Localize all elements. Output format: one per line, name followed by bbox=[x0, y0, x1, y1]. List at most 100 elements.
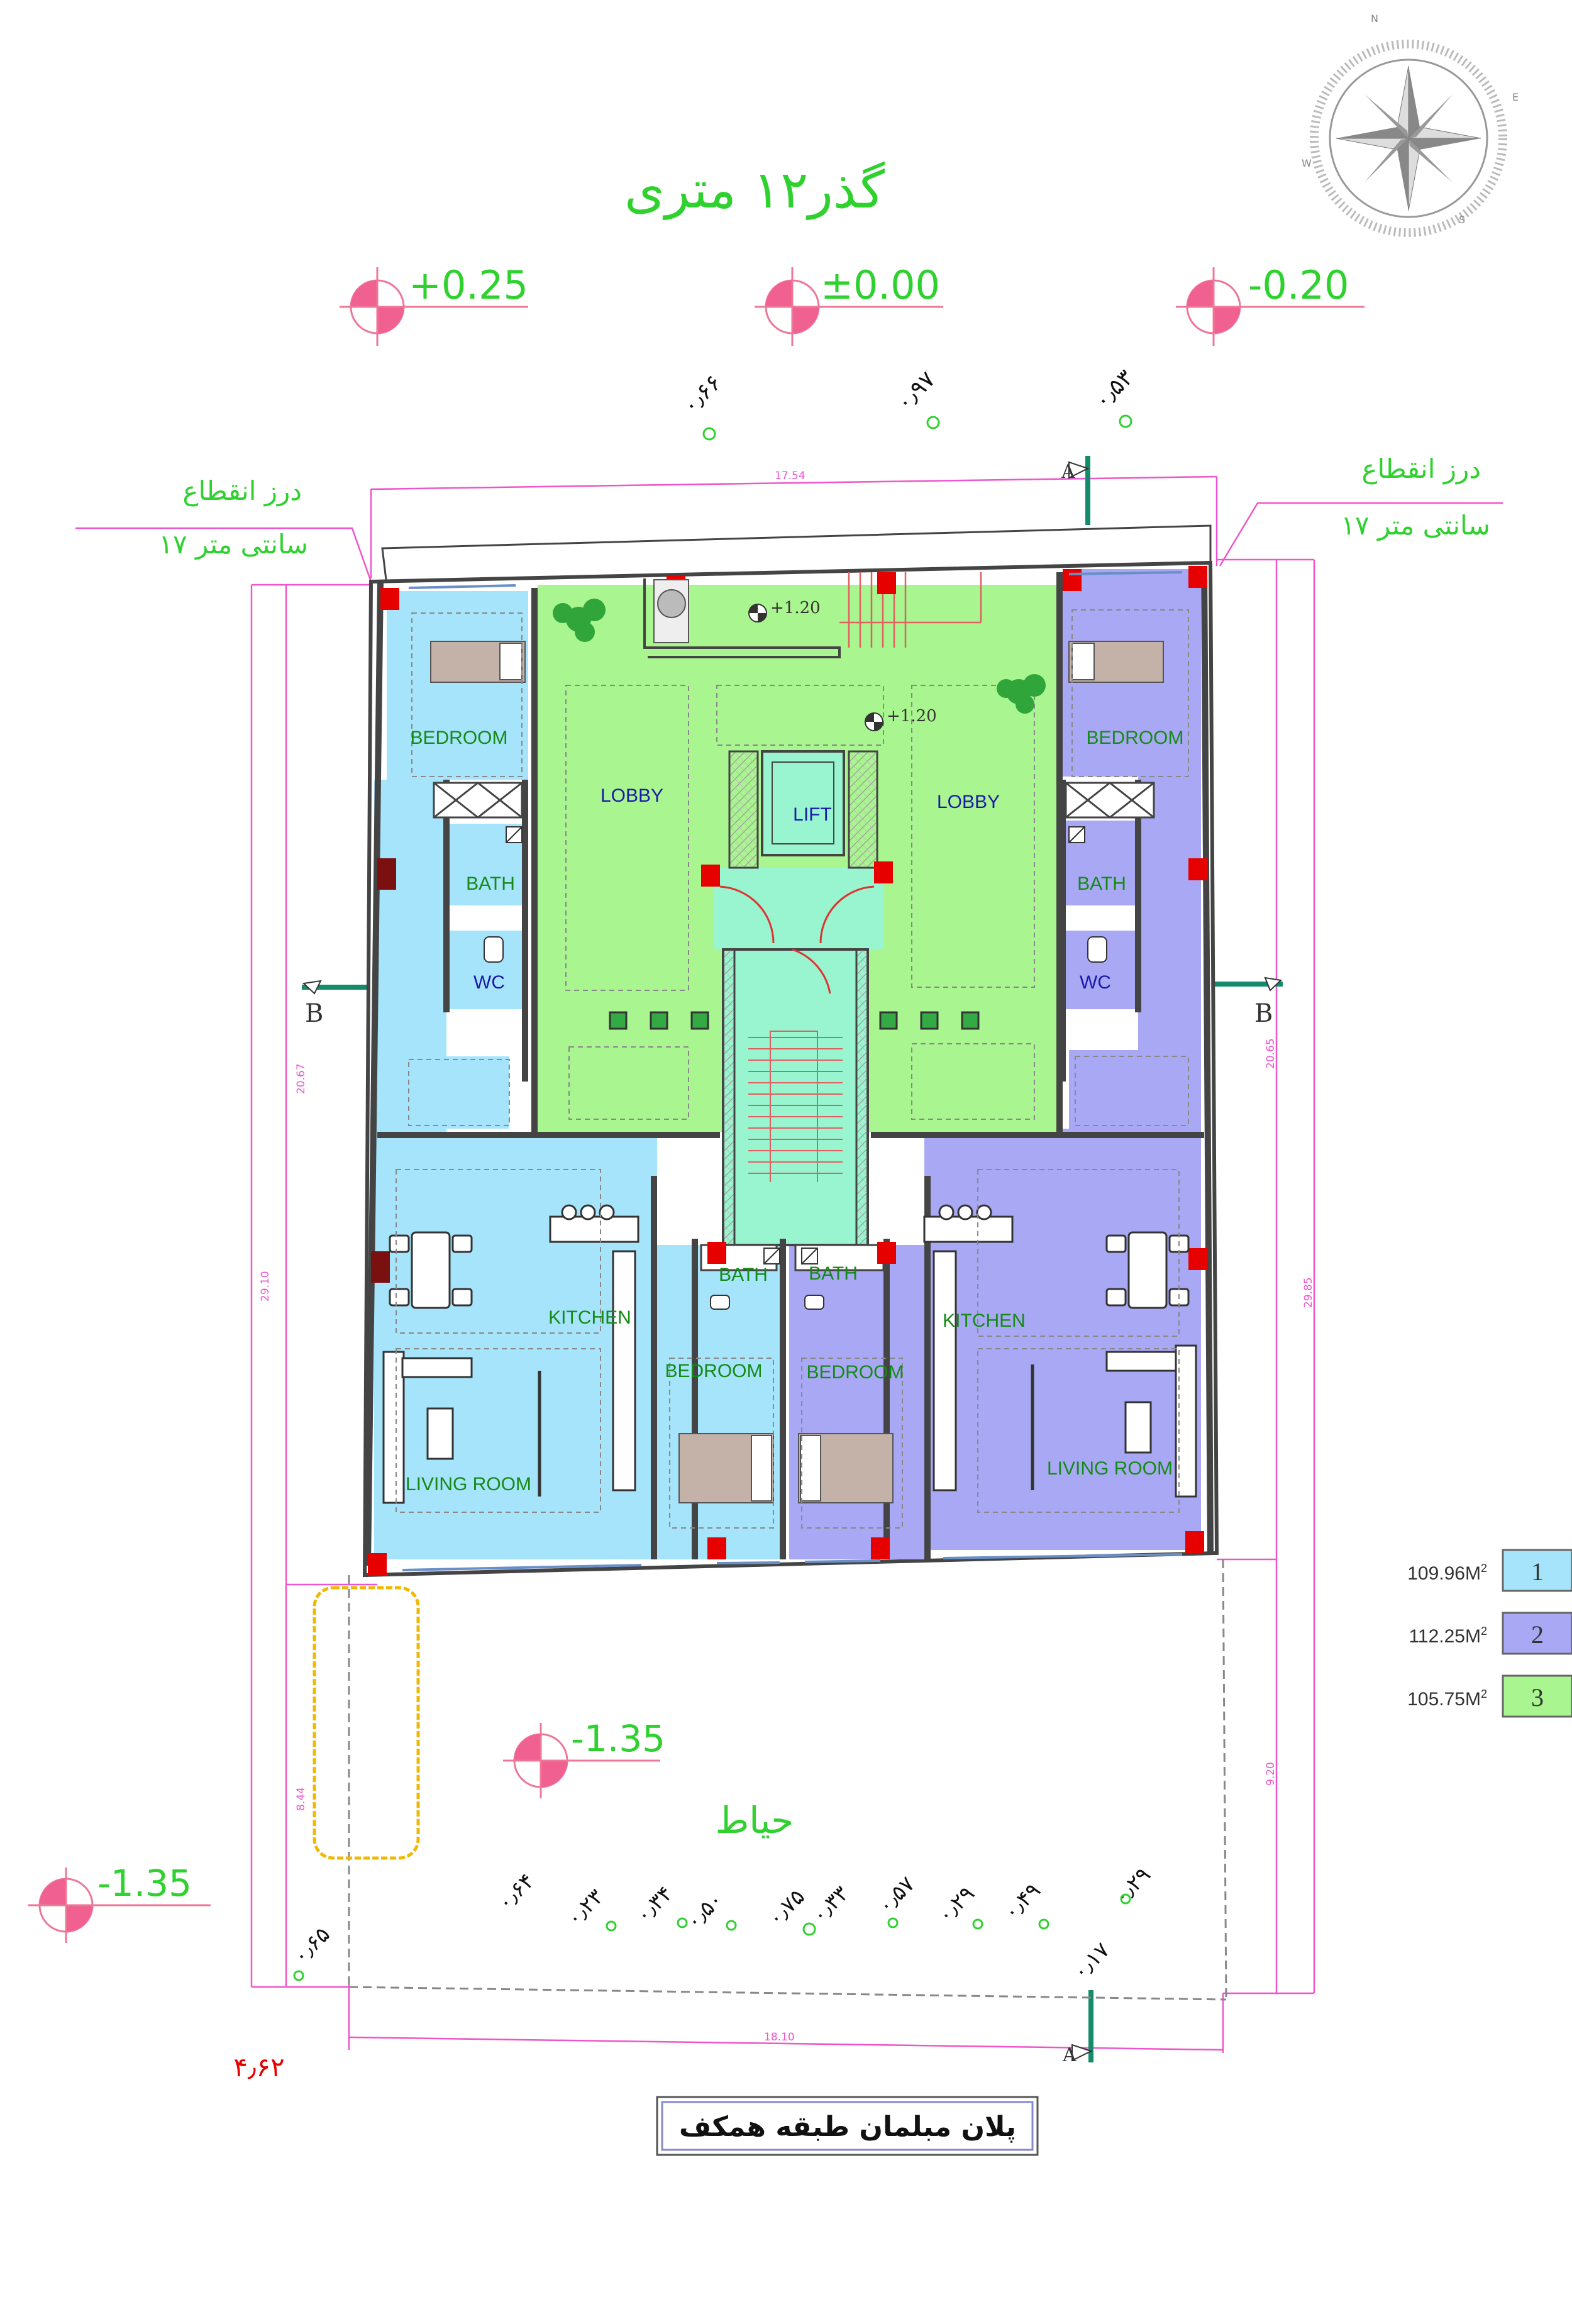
yard-boundary bbox=[348, 1559, 1227, 2001]
level-marker-top-center: ±0.00 bbox=[755, 262, 943, 346]
bed-icon bbox=[1068, 641, 1164, 683]
dim-right-yard: 9.20 bbox=[1265, 1762, 1277, 1786]
joint-note-line1: درز انقطاع bbox=[182, 475, 302, 506]
level-marker-yard-outer: -1.35 bbox=[28, 1862, 211, 1943]
room-label-living-room: LIVING ROOM bbox=[1047, 1458, 1173, 1479]
yard-spot-heights: ۰٫۶۴ ۰٫۲۳ ۰٫۳۴ ۰٫۵۰ ۰٫۷۵ ۰٫۳۳ ۰٫۵۷ ۰٫۲۹ … bbox=[288, 1862, 1156, 1985]
section-mark-a-bottom: A bbox=[1062, 1990, 1093, 2066]
spot-height: ۰٫۲۳ bbox=[562, 1884, 609, 1932]
spot-height: ۰٫۵۷ bbox=[873, 1872, 920, 1919]
dim-left-yard: 8.44 bbox=[295, 1787, 307, 1811]
level-value: +1.20 bbox=[887, 707, 937, 726]
core-area bbox=[714, 750, 883, 1246]
dark-columns bbox=[371, 858, 396, 1283]
stair-wall-left bbox=[722, 948, 736, 1246]
legend-area: 105.75M2 bbox=[1407, 1688, 1487, 1710]
room-label-lobby: LOBBY bbox=[937, 792, 1000, 812]
spot-height: ۰٫۳۴ bbox=[631, 1881, 678, 1928]
legend-item-1: 1 109.96M2 bbox=[1407, 1549, 1572, 1592]
street-title: گذر۱۲ متری bbox=[624, 160, 885, 220]
level-value: -1.35 bbox=[571, 1717, 665, 1760]
room-label-bath: BATH bbox=[719, 1264, 768, 1285]
lobby-dashed-zones bbox=[565, 685, 1035, 1120]
shower-icon bbox=[506, 826, 1085, 1264]
svg-text:W: W bbox=[1302, 157, 1312, 169]
room-label-kitchen: KITCHEN bbox=[943, 1310, 1026, 1331]
dim-left-outer: 29.10 bbox=[259, 1271, 272, 1302]
section-letter: A bbox=[1062, 2044, 1077, 2066]
lobby-planters bbox=[609, 1011, 980, 1030]
level-value: +1.20 bbox=[770, 599, 821, 617]
windows bbox=[402, 571, 1183, 1571]
spot-height: ۰٫۶۴ bbox=[492, 1869, 540, 1916]
room-label-lobby: LOBBY bbox=[601, 785, 663, 806]
room-label-bedroom: BEDROOM bbox=[410, 728, 507, 748]
dim-top-width: 17.54 bbox=[775, 470, 805, 482]
spot-height: ۰٫۲۹ bbox=[1109, 1862, 1156, 1910]
level-value: +0.25 bbox=[409, 262, 528, 308]
level-marker-lobby: +1.20 bbox=[865, 707, 937, 731]
spot-height: ۰٫۵۰ bbox=[681, 1888, 728, 1935]
room-label-lift: LIFT bbox=[793, 804, 832, 825]
top-spot-heights: ۰٫۶۶ ۰٫۹۷ ۰٫۵۳ bbox=[677, 365, 1139, 441]
bottom-left-note: ۴٫۶۲ bbox=[233, 2052, 284, 2083]
spot-height: ۰٫۱۷ bbox=[1068, 1938, 1115, 1985]
level-value: -0.20 bbox=[1248, 262, 1349, 308]
dim-right-inner: 20.65 bbox=[1265, 1038, 1277, 1069]
legend-number: 1 bbox=[1531, 1558, 1544, 1586]
section-mark-a-top: A bbox=[1061, 456, 1090, 525]
level-marker-top-left: +0.25 bbox=[340, 262, 528, 346]
room-label-bath: BATH bbox=[466, 873, 515, 894]
walls bbox=[365, 565, 1214, 1566]
spot-height: ۰٫۲۹ bbox=[933, 1881, 980, 1928]
legend-item-2: 2 112.25M2 bbox=[1409, 1612, 1572, 1655]
level-marker-yard-inner: -1.35 bbox=[503, 1717, 665, 1798]
bed-icon bbox=[678, 1433, 774, 1503]
stair-wall-right bbox=[855, 948, 869, 1246]
room-label-living-room: LIVING ROOM bbox=[406, 1474, 531, 1495]
svg-text:S: S bbox=[1459, 214, 1465, 226]
section-letter: B bbox=[305, 999, 323, 1028]
spot-height: ۰٫۷۵ bbox=[763, 1884, 810, 1932]
level-value: -1.35 bbox=[97, 1862, 192, 1905]
svg-text:E: E bbox=[1512, 91, 1519, 103]
joint-note-line1: درز انقطاع bbox=[1361, 453, 1481, 484]
section-letter: A bbox=[1061, 461, 1075, 483]
core-door-swings bbox=[719, 885, 875, 994]
dining-table-icon bbox=[389, 1231, 1190, 1309]
spot-height: ۰٫۶۶ bbox=[677, 370, 726, 419]
legend-area: 109.96M2 bbox=[1407, 1562, 1487, 1584]
room-label-bedroom: BEDROOM bbox=[665, 1361, 762, 1381]
plan-title-box: پلان مبلمان طبقه همکف bbox=[656, 2096, 1039, 2156]
room-label-wc: WC bbox=[1080, 972, 1111, 993]
room-label-bedroom: BEDROOM bbox=[1086, 728, 1183, 748]
spot-height: ۰٫۹۷ bbox=[891, 367, 940, 416]
level-value: ±0.00 bbox=[821, 262, 940, 308]
bed-icon bbox=[798, 1433, 894, 1503]
yard-label: حیاط bbox=[716, 1799, 794, 1842]
dim-right-outer: 29.85 bbox=[1302, 1277, 1315, 1308]
section-mark-b-right: B bbox=[1210, 977, 1283, 1028]
dim-bottom-width: 18.10 bbox=[764, 2031, 795, 2044]
legend-area: 112.25M2 bbox=[1409, 1625, 1487, 1647]
section-mark-b-left: B bbox=[302, 980, 371, 1028]
legend-number: 3 bbox=[1531, 1683, 1544, 1712]
north-arrow-compass-icon: N E S W bbox=[1302, 13, 1519, 237]
bed-icon bbox=[430, 641, 526, 683]
legend-number: 2 bbox=[1531, 1620, 1544, 1649]
core-staircase bbox=[748, 1031, 843, 1182]
spot-height: ۰٫۵۳ bbox=[1089, 365, 1138, 414]
kitchen-counters bbox=[549, 1204, 1014, 1491]
plan-title: پلان مبلمان طبقه همکف bbox=[679, 2111, 1016, 2143]
spot-height: ۰٫۶۵ bbox=[288, 1922, 335, 1969]
wheelchair-icon bbox=[653, 579, 689, 643]
level-marker-platform: +1.20 bbox=[748, 599, 821, 622]
joint-note-line2: ۱۷ سانتی متر bbox=[1341, 510, 1490, 541]
closets bbox=[433, 782, 1155, 1271]
living-dashed-zones bbox=[396, 609, 1189, 1529]
room-label-kitchen: KITCHEN bbox=[548, 1307, 631, 1328]
joint-note-right: درز انقطاع ۱۷ سانتی متر bbox=[1219, 453, 1503, 567]
svg-text:N: N bbox=[1371, 13, 1378, 25]
room-label-bath: BATH bbox=[809, 1263, 858, 1284]
